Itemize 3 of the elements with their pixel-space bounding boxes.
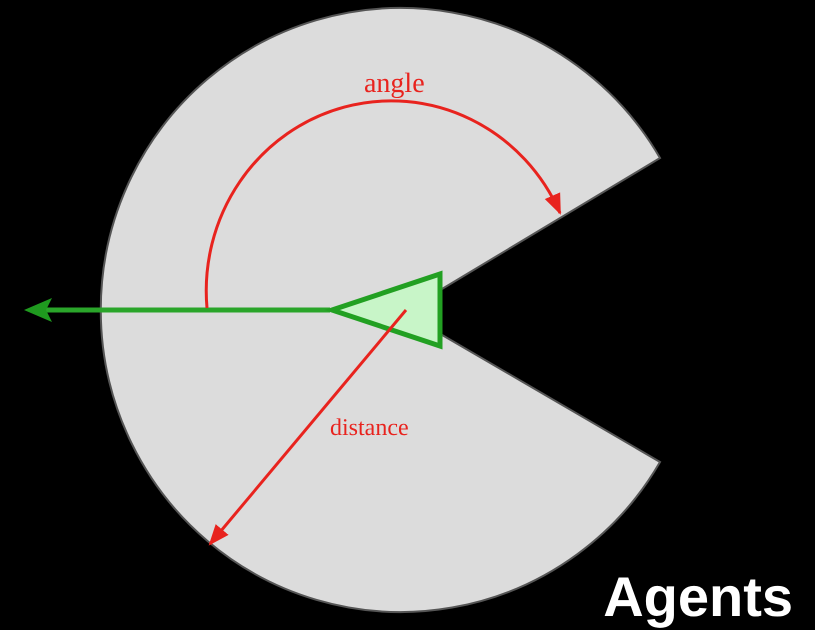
dimension-label: distance <box>330 416 409 440</box>
title: Agents <box>603 566 793 628</box>
dimension-label: angle <box>364 70 425 98</box>
